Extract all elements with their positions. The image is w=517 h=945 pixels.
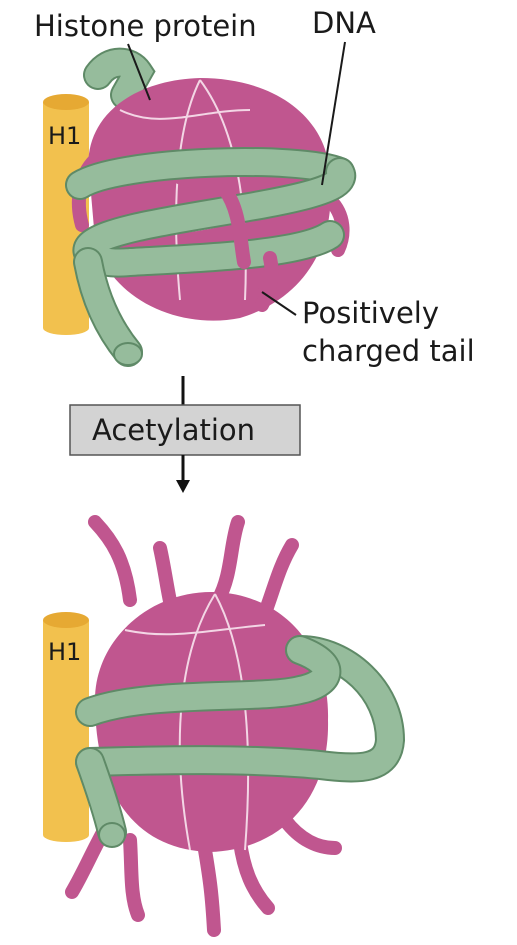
histone-protein-label: Histone protein — [34, 9, 257, 43]
dna-label: DNA — [312, 6, 376, 40]
h1-cylinder-bottom: H1 — [43, 612, 89, 842]
histone-tails-front — [218, 183, 279, 312]
tail-label-line2: charged tail — [302, 334, 475, 368]
acetylation-box — [69, 404, 301, 456]
dna-back-strand — [83, 47, 156, 110]
nucleosome-relaxed: H1 — [43, 515, 406, 937]
h1-label-bottom: H1 — [48, 638, 81, 666]
process-step: Acetylation — [69, 376, 301, 493]
histone-octamer-bottom — [95, 591, 329, 852]
dna-wrap-relaxed — [75, 635, 406, 848]
dna-wrap-compact — [65, 147, 357, 367]
label-leaders — [127, 41, 346, 316]
nucleosome-compact: H1 — [34, 6, 475, 368]
tail-label-line1: Positively — [302, 296, 439, 330]
down-arrow-icon — [176, 480, 190, 493]
acetylation-label: Acetylation — [92, 413, 255, 447]
h1-label-top: H1 — [48, 122, 81, 150]
